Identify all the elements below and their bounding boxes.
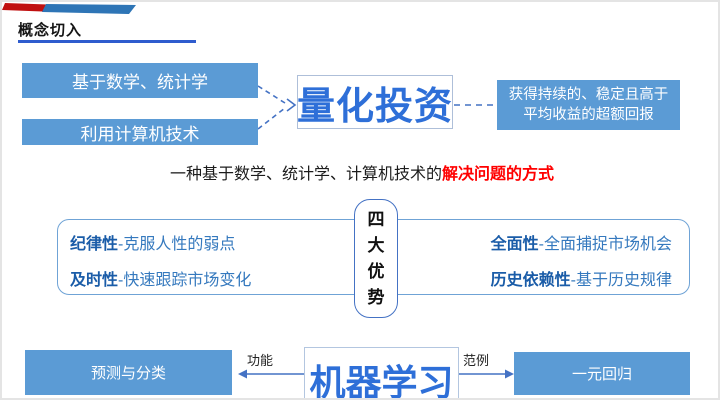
arrow-to-regression	[459, 369, 514, 379]
definition-prefix: 一种基于数学、统计学、计算机技术的	[169, 166, 442, 183]
advantage-item-comprehensive: 全面性-全面捕捉市场机会	[491, 230, 672, 254]
source-box-math-statistics: 基于数学、统计学	[22, 63, 258, 98]
title-underline	[18, 40, 196, 43]
prediction-classification-label: 预测与分类	[90, 365, 166, 382]
corner-ribbon-red	[2, 3, 62, 12]
source-box-label: 利用计算机技术	[80, 124, 200, 144]
linear-regression-box: 一元回归	[514, 352, 690, 395]
dashed-arrowhead-left	[286, 98, 297, 112]
advantage-item-history-dependence: 历史依赖性-基于历史规律	[491, 266, 672, 290]
machine-learning-box: 机器学习	[304, 347, 459, 400]
source-box-label: 基于数学、统计学	[72, 73, 208, 92]
advantage-term: 及时性	[70, 272, 119, 289]
advantage-term: 全面性	[490, 236, 539, 253]
dashed-connector-left	[257, 85, 286, 130]
goal-box-line1: 获得持续的、稳定且高于	[508, 87, 669, 103]
advantage-item-timeliness: 及时性-快速跟踪市场变化	[70, 266, 251, 290]
goal-box-line2: 平均收益的超额回报	[523, 107, 654, 123]
goal-box: 获得持续的、稳定且高于 平均收益的超额回报	[497, 80, 680, 130]
advantage-desc: -基于历史规律	[570, 272, 672, 289]
page-title: 概念切入	[18, 22, 83, 39]
advantage-desc: -全面捕捉市场机会	[538, 236, 672, 253]
arrow-to-prediction	[238, 369, 304, 379]
function-arrow-label: 功能	[247, 353, 274, 368]
prediction-classification-box: 预测与分类	[25, 350, 232, 395]
linear-regression-label: 一元回归	[571, 366, 632, 383]
example-arrow-label: 范例	[463, 353, 490, 368]
advantage-term: 历史依赖性	[490, 272, 571, 289]
quant-investing-box: 量化投资	[297, 75, 453, 129]
definition-line: 一种基于数学、统计学、计算机技术的解决问题的方式	[2, 160, 718, 184]
advantage-item-discipline: 纪律性-克服人性的弱点	[70, 230, 235, 254]
advantage-desc: -快速跟踪市场变化	[118, 272, 252, 289]
advantages-capsule-label: 四大优势	[367, 209, 385, 307]
definition-highlight: 解决问题的方式	[442, 166, 555, 183]
corner-ribbon-blue	[42, 4, 136, 14]
quant-investing-term: 量化投资	[297, 85, 454, 128]
advantage-desc: -克服人性的弱点	[118, 236, 236, 253]
machine-learning-term: 机器学习	[309, 362, 454, 400]
source-box-computer-tech: 利用计算机技术	[22, 119, 258, 145]
advantage-term: 纪律性	[70, 236, 119, 253]
advantages-capsule: 四大优势	[354, 199, 398, 318]
